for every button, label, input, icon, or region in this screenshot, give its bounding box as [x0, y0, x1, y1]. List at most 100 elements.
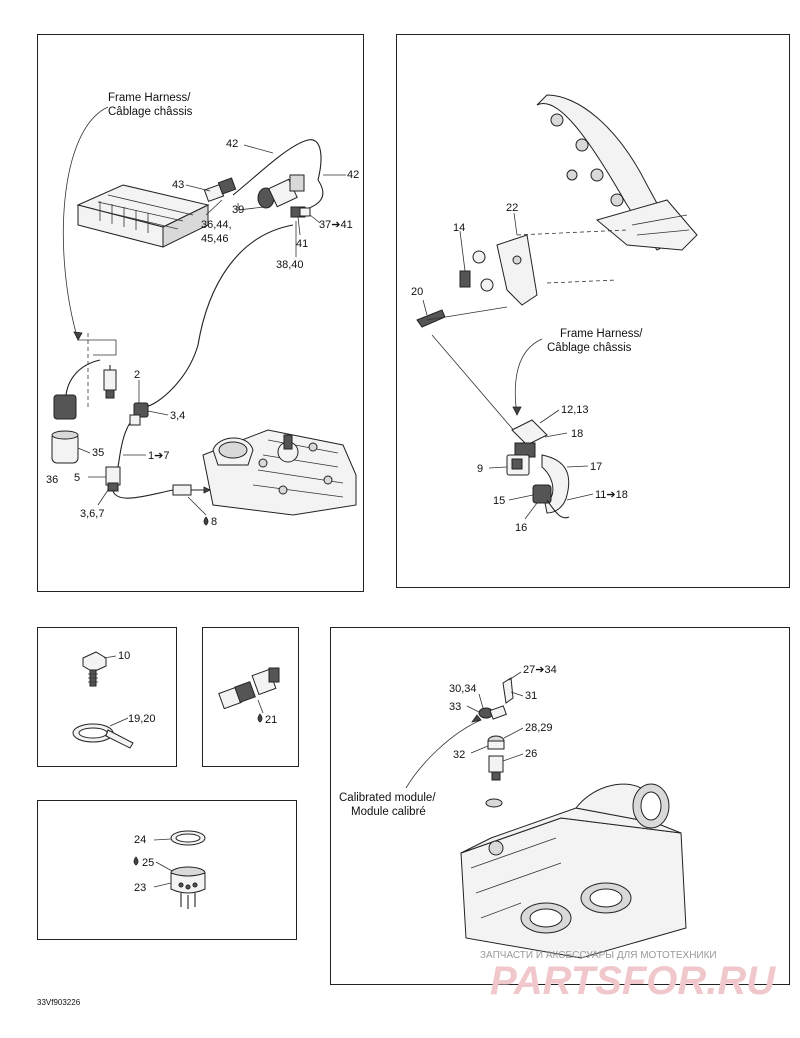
sensor-23 — [170, 866, 206, 909]
callout-39: 39 — [232, 204, 244, 216]
callout-11-18: 11➔18 — [595, 489, 628, 501]
callout-23: 23 — [134, 882, 146, 894]
callout-28-29: 28,29 — [525, 722, 553, 734]
leader-16 — [524, 502, 538, 520]
leader-3-4 — [147, 410, 169, 416]
engine-harness-drawing: Frame Harness/ Câblage châssis — [46, 92, 359, 528]
bolts-14 — [459, 250, 494, 292]
panel-frame-harness-engine: Frame Harness/ Câblage châssis — [37, 34, 364, 592]
panel-sensor-23: 24 25 23 — [37, 800, 297, 940]
wire-42 — [232, 139, 322, 196]
callout-10: 10 — [118, 650, 130, 662]
connector-15-16 — [532, 484, 570, 519]
bracket-line — [78, 339, 117, 356]
sensor-small — [103, 365, 117, 399]
callout-8: 8 — [211, 516, 217, 528]
callout-16: 16 — [515, 522, 527, 534]
calibrated-module-caption-fr: Module calibré — [351, 806, 426, 818]
electronic-module — [76, 184, 210, 248]
callout-27-34: 27➔34 — [523, 664, 557, 676]
connector-9 — [506, 454, 530, 476]
leader-25 — [155, 861, 173, 872]
lubricant-drop-icon — [203, 516, 209, 526]
leader-8 — [187, 496, 207, 516]
arrow-head — [73, 331, 83, 341]
leader-37-41 — [309, 214, 321, 224]
callout-1-7: 1➔7 — [148, 450, 169, 462]
leader-21 — [257, 699, 264, 714]
watermark: ЗАПЧАСТИ И АКСЕССУАРЫ ДЛЯ МОТОТЕХНИКИ PA… — [480, 950, 776, 1000]
routing-line-2 — [546, 279, 618, 284]
cable-tie-19-20 — [72, 723, 134, 749]
leader-23 — [153, 882, 172, 888]
callout-35: 35 — [92, 447, 104, 459]
leader-31 — [510, 691, 524, 697]
screw-10 — [82, 651, 107, 687]
chassis-harness-drawing: Frame Harness/ Câblage châssis 22 — [411, 94, 698, 534]
connector-37-41 — [290, 206, 311, 218]
callout-38-40: 38,40 — [276, 259, 304, 271]
frame-harness-caption-fr: Câblage châssis — [547, 342, 632, 354]
callout-22: 22 — [506, 202, 518, 214]
callout-33: 33 — [449, 701, 461, 713]
leader-18 — [544, 432, 568, 438]
airbox — [460, 783, 687, 959]
connector-21-drawing: 21 — [218, 667, 280, 726]
airbox-drawing: Calibrated module/ Module calibré 27➔34 … — [339, 664, 687, 959]
leader-19-20 — [109, 717, 129, 727]
wire-to-sensor-8 — [112, 489, 174, 499]
callout-3-4: 3,4 — [170, 410, 185, 422]
connector-21 — [218, 667, 280, 710]
callout-43: 43 — [172, 179, 184, 191]
lubricant-drop-icon — [257, 713, 263, 723]
callout-21: 21 — [265, 714, 277, 726]
connector-5 — [105, 466, 121, 492]
leader-14 — [459, 230, 466, 272]
routing-line — [516, 229, 628, 236]
callout-42b: 42 — [347, 169, 359, 181]
leader-22 — [513, 212, 518, 236]
callout-3-6-7: 3,6,7 — [80, 508, 104, 520]
leader-9 — [488, 466, 508, 469]
leader-39 — [237, 203, 265, 211]
part-20 — [416, 306, 508, 328]
leader-10 — [103, 655, 117, 659]
leader-26 — [502, 753, 524, 762]
frame-harness-caption: Frame Harness/ — [560, 328, 643, 340]
bracket-22 — [496, 234, 538, 306]
callout-30-34: 30,34 — [449, 683, 477, 695]
callout-20: 20 — [411, 286, 423, 298]
fasteners-drawing: 10 19,20 — [72, 650, 156, 749]
callout-17: 17 — [590, 461, 602, 473]
callout-45-46: 45,46 — [201, 233, 229, 245]
callout-18: 18 — [571, 428, 583, 440]
lubricant-drop-icon — [133, 856, 139, 866]
watermark-text: ЗАПЧАСТИ И АКСЕССУАРЫ ДЛЯ МОТОТЕХНИКИ — [480, 950, 717, 961]
figure-reference-code: 33Vf903226 — [37, 998, 81, 1007]
grommet — [485, 798, 503, 808]
bracket-hole — [512, 255, 522, 265]
leader-24 — [153, 838, 172, 841]
chassis-frame — [536, 94, 698, 251]
callout-15: 15 — [493, 495, 505, 507]
leader-20 — [422, 299, 428, 316]
callout-25: 25 — [142, 857, 154, 869]
grommet-32 — [487, 735, 505, 750]
leader-41 — [297, 216, 301, 236]
callout-14: 14 — [453, 222, 465, 234]
callout-19-20: 19,20 — [128, 713, 156, 725]
leader-15 — [508, 494, 534, 501]
sensor-26 — [488, 755, 504, 781]
leader-43 — [185, 184, 211, 192]
panel-calibrated-module: Calibrated module/ Module calibré 27➔34 … — [330, 627, 790, 985]
callout-9: 9 — [477, 463, 483, 475]
temperature-sensor-8 — [172, 484, 211, 496]
leader-35 — [77, 447, 91, 454]
callout-31: 31 — [525, 690, 537, 702]
connector-43 — [203, 177, 237, 203]
watermark-logo: PARTSFOR.RU — [490, 959, 776, 1000]
callout-41: 41 — [296, 238, 308, 250]
panel-fasteners: 10 19,20 — [37, 627, 177, 767]
leader-11-18 — [566, 493, 594, 501]
leader-30-34 — [478, 693, 484, 709]
